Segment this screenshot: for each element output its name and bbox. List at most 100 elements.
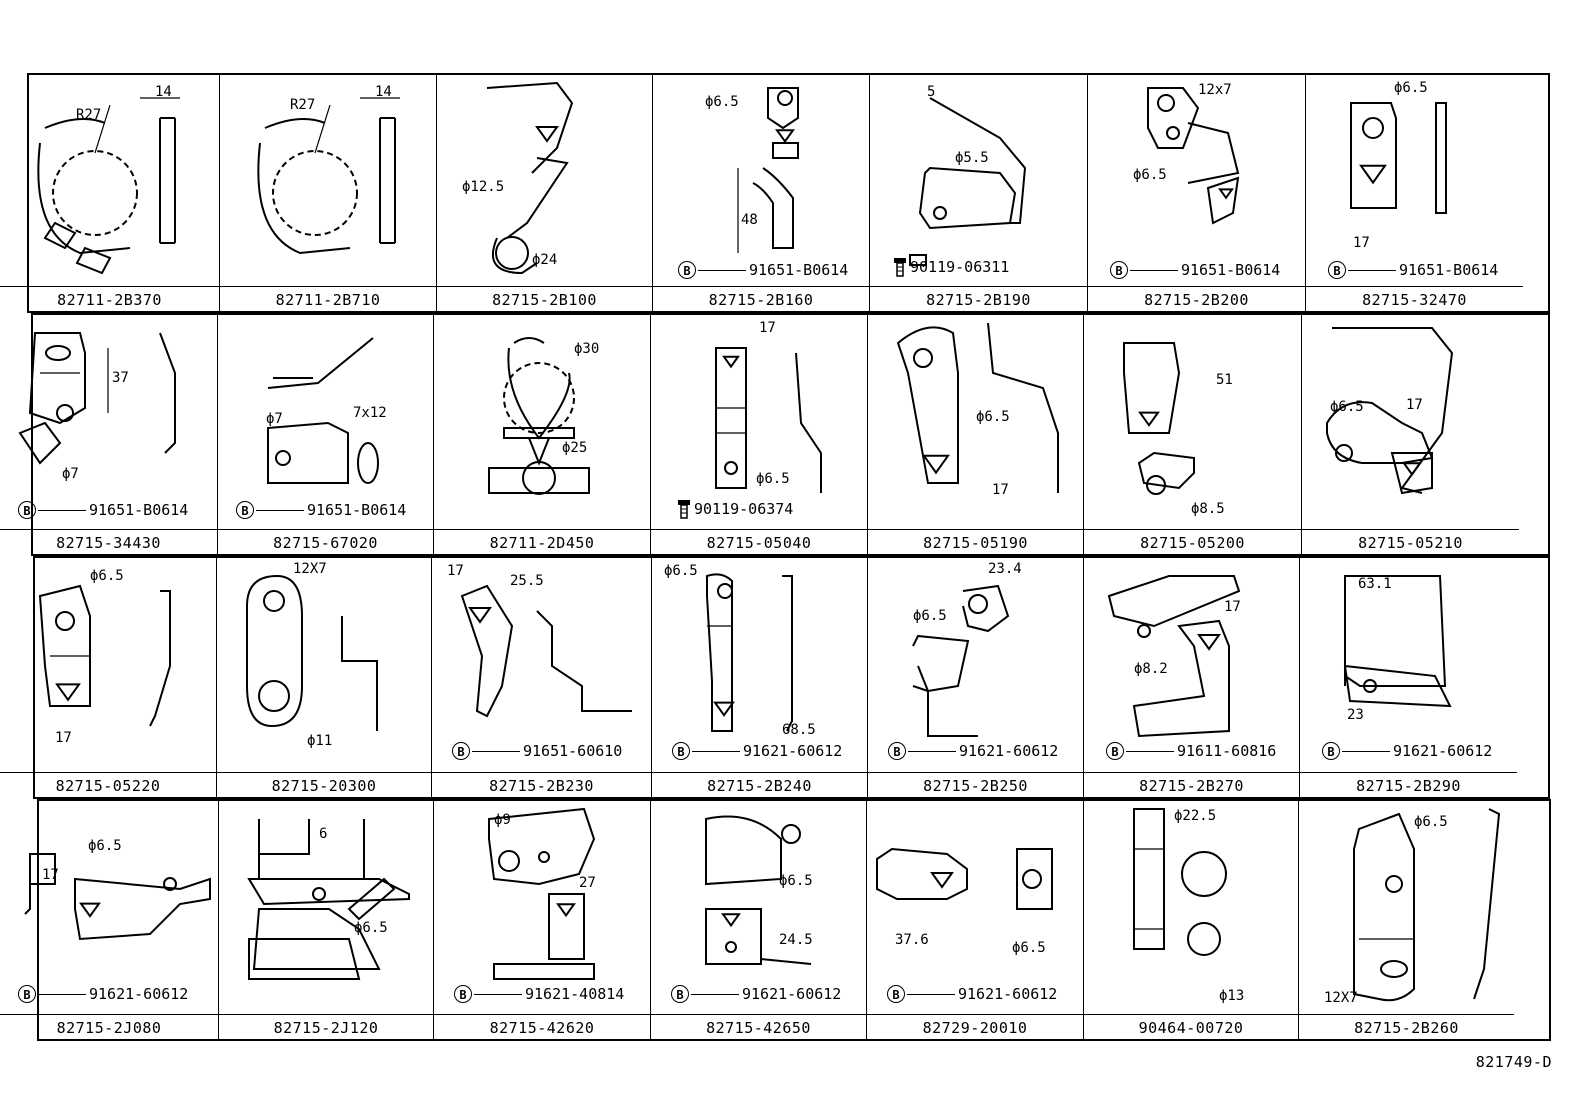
part-number[interactable]: 82715-05040 — [651, 529, 867, 556]
part-drawing — [247, 819, 410, 980]
part-number[interactable]: 82715-2B250 — [868, 772, 1083, 799]
part-number[interactable]: 82711-2B710 — [220, 286, 436, 313]
part-number[interactable]: 82715-34430 — [0, 529, 217, 556]
part-drawing — [18, 332, 176, 465]
circle-b-icon: B — [236, 501, 254, 519]
dimension-label: 37 — [112, 370, 129, 386]
dimension-label: 23.4 — [988, 561, 1022, 577]
dimension-label: 7x12 — [353, 405, 387, 421]
part-drawing — [24, 853, 211, 941]
bolt-part-number: 91621-60612 — [742, 985, 842, 1003]
dimension-label: 17 — [55, 730, 72, 746]
part-drawing — [1123, 342, 1195, 495]
dimension-label: 17 — [42, 867, 59, 883]
part-number[interactable]: 82715-2B230 — [432, 772, 651, 799]
part-number[interactable]: 82715-2B260 — [1299, 1014, 1514, 1041]
row-frame — [37, 799, 1551, 1041]
part-number[interactable]: 82715-2B270 — [1084, 772, 1299, 799]
part-drawing — [715, 347, 822, 493]
part-number[interactable]: 90464-00720 — [1084, 1014, 1298, 1041]
part-number[interactable]: 82715-20300 — [217, 772, 431, 799]
part-number[interactable]: 82715-2B290 — [1300, 772, 1517, 799]
part-drawing — [257, 97, 400, 255]
dimension-label: 17 — [759, 320, 776, 336]
bolt-part-number: 91651-B0614 — [307, 501, 407, 519]
part-number[interactable]: 82715-42620 — [434, 1014, 650, 1041]
part-number[interactable]: 82715-2J120 — [219, 1014, 433, 1041]
leader-line — [1126, 750, 1174, 752]
part-number[interactable]: 82715-05190 — [868, 529, 1083, 556]
part-drawing — [909, 97, 1027, 266]
dimension-label: 27 — [579, 875, 596, 891]
dimension-label: ϕ6.5 — [756, 471, 790, 487]
part-number[interactable]: 82715-67020 — [218, 529, 433, 556]
bolt-part-number: 91621-60612 — [959, 742, 1059, 760]
part-number[interactable]: 82715-2J080 — [0, 1014, 218, 1041]
part-number[interactable]: 82715-05210 — [1302, 529, 1519, 556]
dimension-label: ϕ6.5 — [1414, 814, 1448, 830]
dimension-label: ϕ8.2 — [1134, 661, 1168, 677]
part-number[interactable]: 82715-2B240 — [652, 772, 867, 799]
part-number[interactable]: 82711-2B370 — [0, 286, 219, 313]
bolt-part-number: 91651-B0614 — [1399, 261, 1499, 279]
part-number[interactable]: 82715-2B200 — [1088, 286, 1305, 313]
part-number[interactable]: 82711-2D450 — [434, 529, 650, 556]
part-number[interactable]: 82715-05200 — [1084, 529, 1301, 556]
circle-b-icon: B — [452, 742, 470, 760]
dimension-label: ϕ6.5 — [705, 94, 739, 110]
leader-line — [38, 993, 86, 995]
part-number[interactable]: 82715-2B100 — [437, 286, 652, 313]
part-drawing — [1343, 575, 1452, 708]
part-drawing — [246, 574, 378, 731]
part-number[interactable]: 82729-20010 — [867, 1014, 1083, 1041]
part-number[interactable]: 82715-2B160 — [653, 286, 869, 313]
bolt-part-number: 91651-B0614 — [1181, 261, 1281, 279]
dimension-label: 37.6 — [895, 932, 929, 948]
dimension-label: 14 — [375, 84, 392, 100]
dimension-label: ϕ9 — [494, 812, 511, 828]
part-number[interactable]: 82715-2B190 — [870, 286, 1087, 313]
bolt-callout: 90119-06311 — [892, 257, 1009, 277]
part-drawing — [1107, 575, 1241, 738]
part-number[interactable]: 82715-42650 — [651, 1014, 866, 1041]
part-drawing — [488, 337, 590, 495]
leader-line — [1342, 750, 1390, 752]
dimension-label: ϕ6.5 — [913, 608, 947, 624]
part-number[interactable]: 82715-32470 — [1306, 286, 1523, 313]
part-number[interactable]: 82715-05220 — [0, 772, 216, 799]
